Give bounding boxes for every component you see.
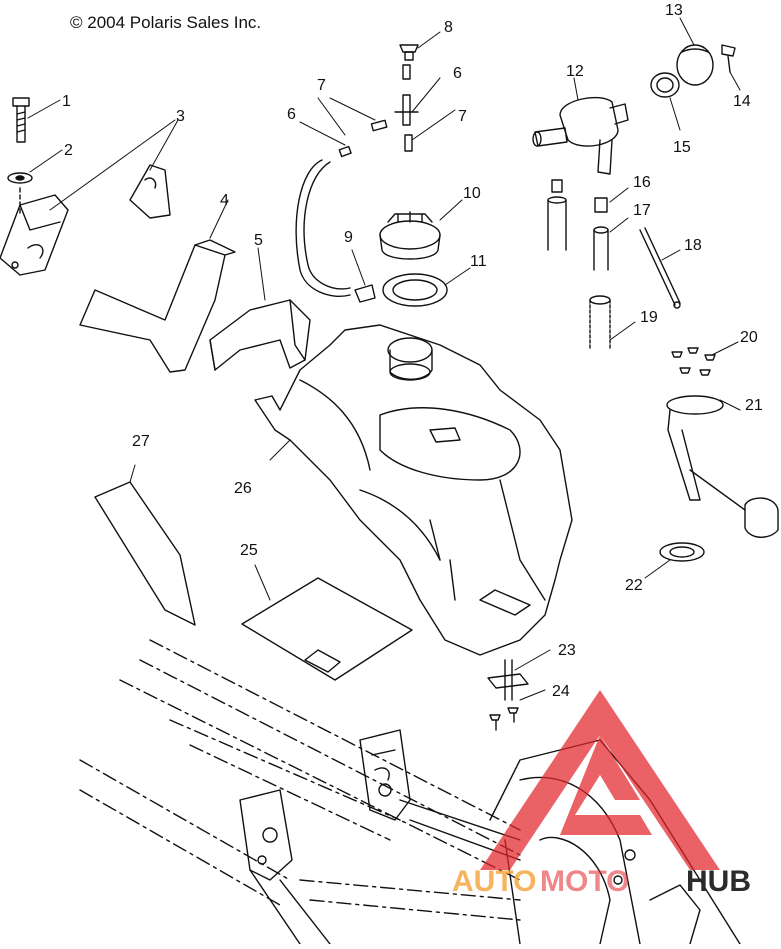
callout-17: 17 (633, 202, 651, 219)
part-21-fuel-sender (666, 395, 779, 538)
automotohub-wordmark: AUTO MOTO HUB (452, 865, 751, 898)
part-10-fuel-cap (379, 199, 463, 260)
wordmark-moto: MOTO (540, 865, 629, 898)
callout-numbers: 1 2 3 4 5 6 7 8 6 7 9 10 11 12 13 14 15 … (62, 2, 763, 700)
wordmark-auto: AUTO (452, 865, 536, 898)
part-13-15-cap-parts (650, 17, 741, 131)
callout-25: 25 (240, 542, 258, 559)
wordmark-hub: HUB (686, 865, 751, 898)
callout-27: 27 (132, 433, 150, 450)
part-2-washer (7, 149, 63, 215)
callout-3: 3 (176, 108, 185, 125)
automotohub-logo (480, 690, 720, 870)
callout-5: 5 (254, 232, 263, 249)
callout-7b: 7 (458, 108, 467, 125)
copyright-notice: © 2004 Polaris Sales Inc. (70, 13, 262, 32)
callout-26: 26 (234, 480, 252, 497)
callout-13: 13 (665, 2, 683, 19)
part-19-hose (589, 295, 636, 351)
part-16-17-tubes (547, 179, 629, 271)
callout-22: 22 (625, 577, 643, 594)
part-24-bolts (489, 689, 546, 731)
callout-21: 21 (745, 397, 763, 414)
callout-2: 2 (64, 142, 73, 159)
part-11-gasket (382, 267, 471, 307)
part-5-foam (209, 247, 311, 371)
callout-6b: 6 (453, 65, 462, 82)
callout-6a: 6 (287, 106, 296, 123)
part-26-fuel-tank (254, 324, 573, 656)
callout-20: 20 (740, 329, 758, 346)
callout-14: 14 (733, 93, 751, 110)
part-22-gasket (644, 542, 705, 579)
callout-4: 4 (220, 192, 229, 209)
callout-10: 10 (463, 185, 481, 202)
callout-15: 15 (673, 139, 691, 156)
callout-9: 9 (344, 229, 353, 246)
callout-11: 11 (470, 253, 487, 270)
callout-7a: 7 (317, 77, 326, 94)
part-27-pad (94, 464, 196, 626)
part-25-pad (241, 564, 413, 681)
part-23-mount (487, 649, 551, 701)
callout-19: 19 (640, 309, 658, 326)
part-8-screw (399, 31, 441, 61)
part-6-7-hoses (295, 64, 456, 297)
callout-18: 18 (684, 237, 702, 254)
part-18-rod (639, 227, 681, 309)
part-3-brackets (0, 119, 179, 276)
callout-8: 8 (444, 19, 453, 36)
part-4-pad (79, 199, 236, 373)
part-20-screws (671, 341, 739, 376)
part-12-valve (532, 77, 629, 175)
callout-1: 1 (62, 93, 71, 110)
callout-24: 24 (552, 683, 570, 700)
part-9-clamp (351, 249, 376, 303)
callout-23: 23 (558, 642, 576, 659)
callout-16: 16 (633, 174, 651, 191)
part-1-bolt (12, 97, 61, 143)
callout-12: 12 (566, 63, 584, 80)
